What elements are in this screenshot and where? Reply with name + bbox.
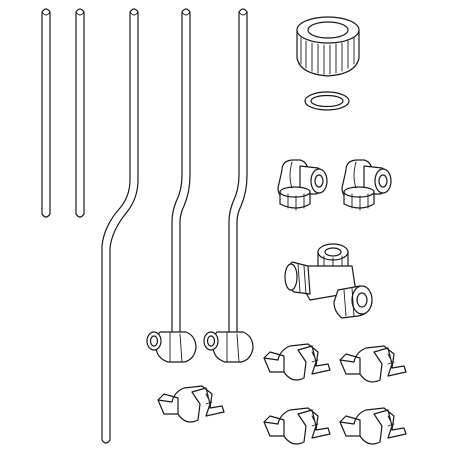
o-ring-seal: [304, 91, 350, 111]
pipe-with-elbow-connector-1: [146, 8, 197, 363]
pipe-clip-2: [339, 345, 407, 383]
straight-pipe-2: [75, 8, 85, 218]
bent-pipe: [101, 8, 139, 444]
elbow-compression-fitting-2: [341, 159, 392, 211]
straight-pipe-1: [41, 8, 51, 218]
tee-compression-fitting: [284, 243, 373, 319]
pipe-clip-5: [339, 407, 407, 445]
pipe-clip-3: [157, 385, 225, 423]
elbow-compression-fitting-1: [277, 159, 328, 211]
pipe-with-elbow-connector-2: [203, 8, 254, 363]
pipe-clip-4: [263, 407, 331, 445]
pipe-clip-1: [263, 343, 331, 381]
union-nut: [296, 16, 360, 77]
